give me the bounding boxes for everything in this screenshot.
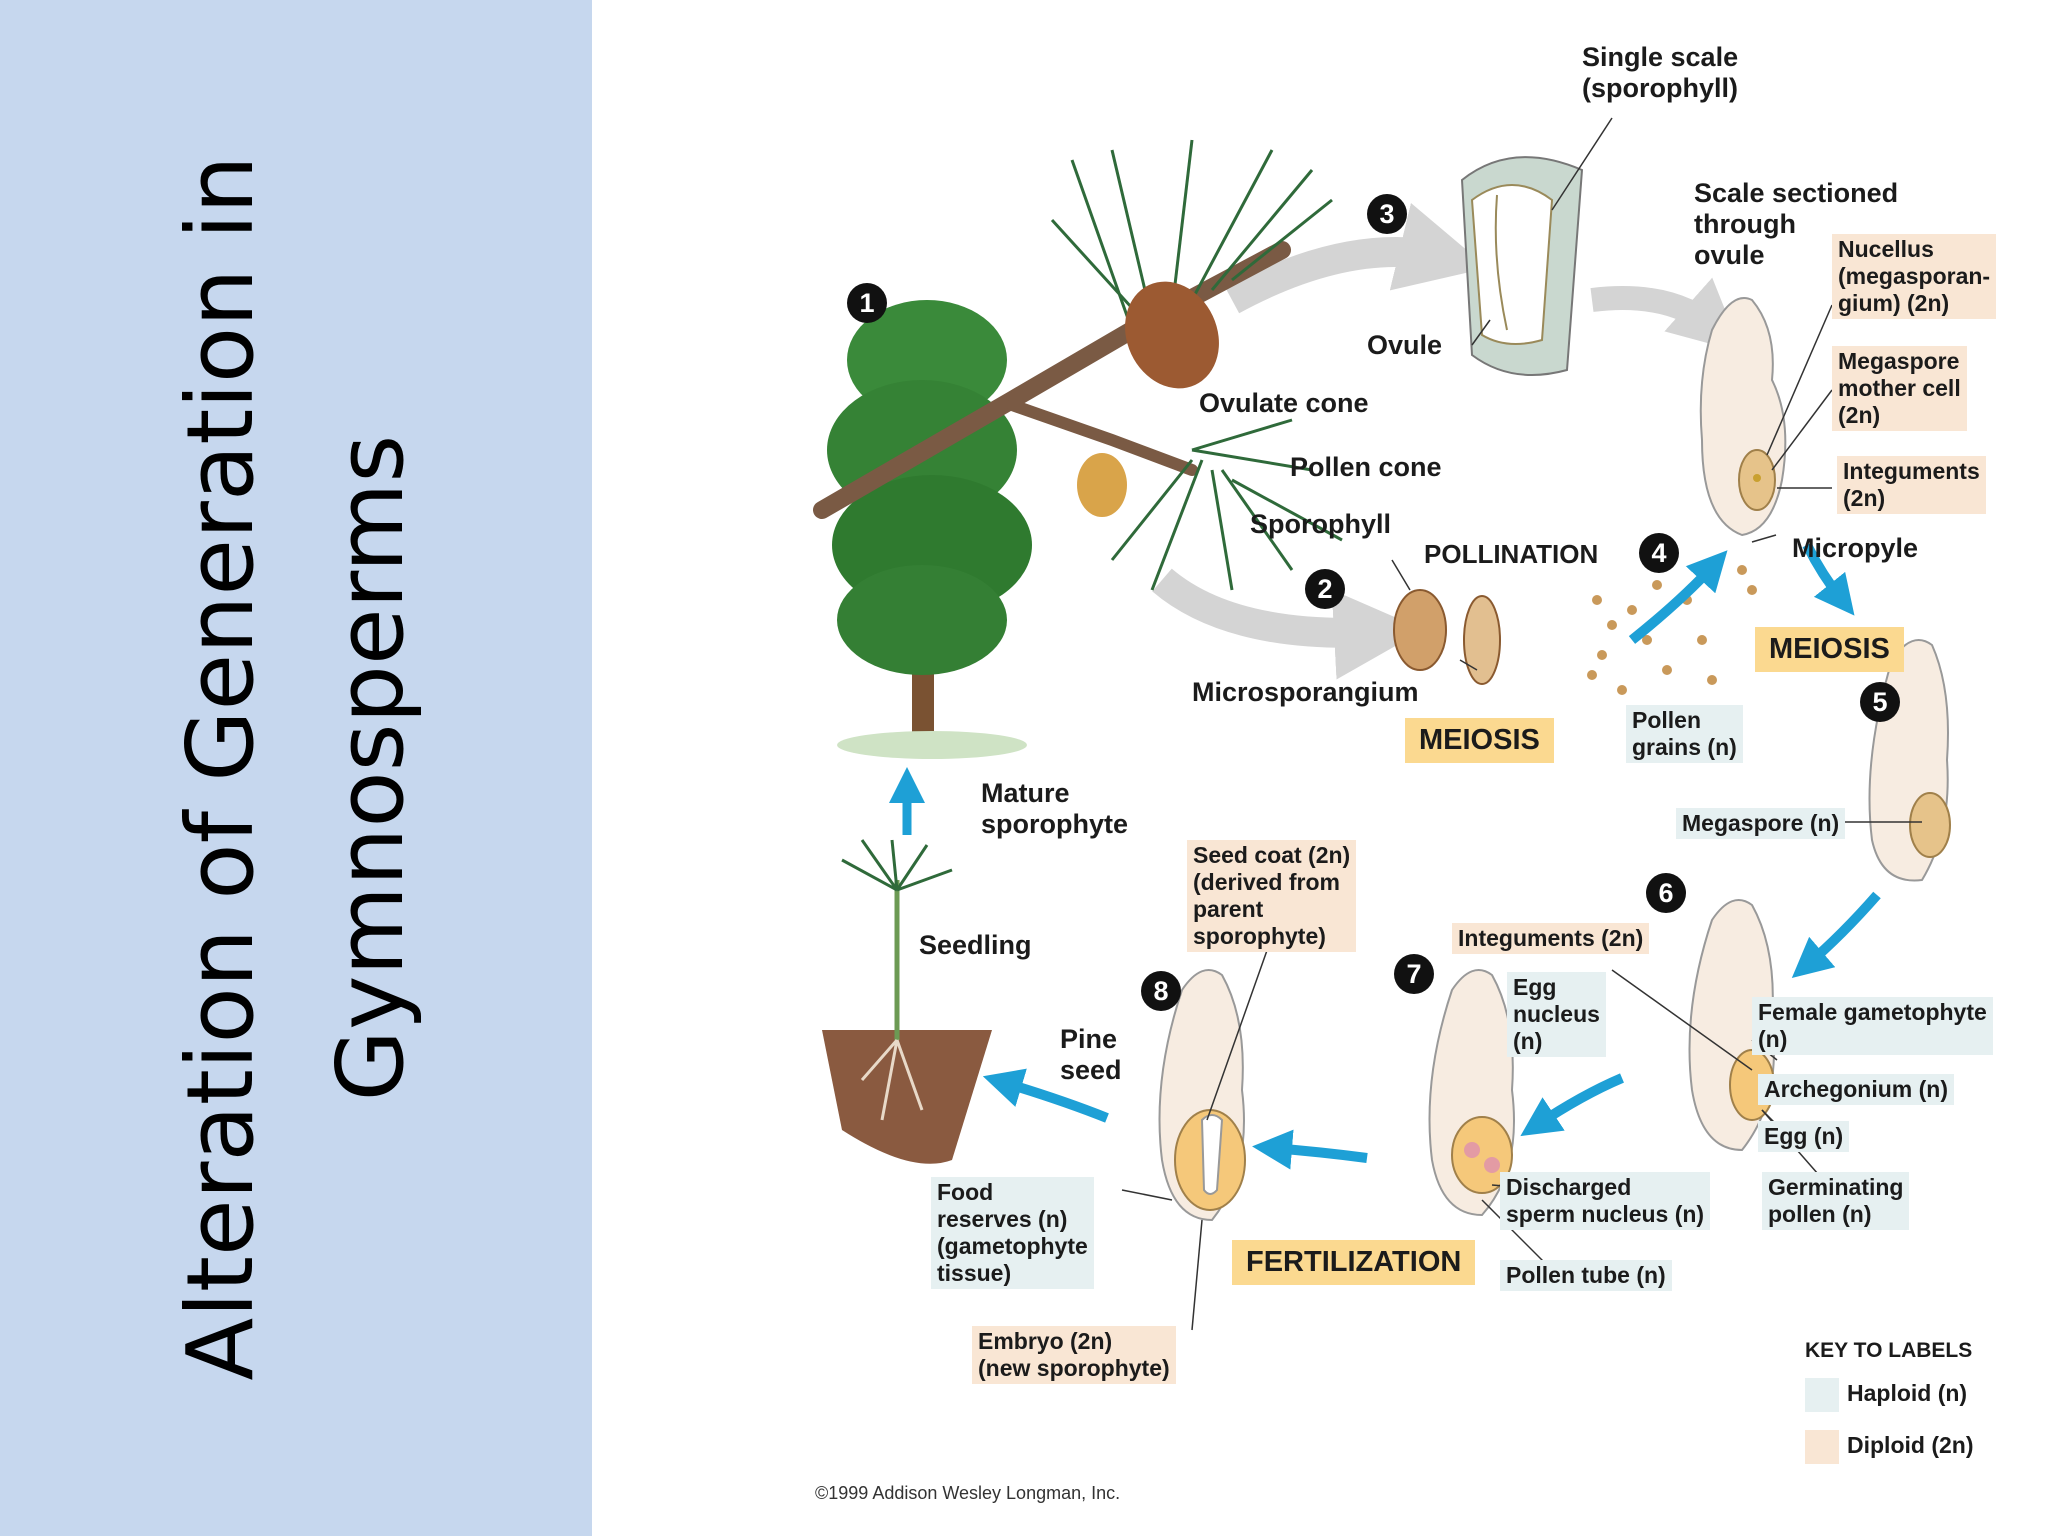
label-scale-sectioned: Scale sectioned through ovule — [1694, 178, 1899, 270]
step-3-marker: 3 — [1367, 194, 1407, 234]
step-7-marker: 7 — [1394, 954, 1434, 994]
title-panel: Alteration of Generation in Gymnosperms — [0, 0, 592, 1536]
diagram-artwork — [813, 117, 1951, 1331]
key-haploid-label: Haploid (n) — [1847, 1380, 1968, 1406]
label-integuments-mid: Integuments (2n) — [1452, 923, 1650, 954]
arrow-6-to-7 — [1520, 1073, 1624, 1137]
label-megaspore: Megaspore (n) — [1676, 808, 1846, 839]
label-megaspore-mother-cell: Megaspore mother cell (2n) — [1832, 346, 1967, 431]
step-1-marker: 1 — [847, 283, 887, 323]
ovule-section-5 — [1868, 639, 1951, 882]
label-embryo: Embryo (2n) (new sporophyte) — [972, 1326, 1176, 1384]
label-mature-sporophyte: Mature sporophyte — [981, 778, 1129, 839]
key-diploid-label: Diploid (2n) — [1847, 1432, 1974, 1458]
seedling-drawing — [822, 839, 992, 1164]
step-6-marker: 6 — [1646, 873, 1686, 913]
step-4-marker: 4 — [1639, 533, 1679, 573]
process-meiosis-bottom: MEIOSIS — [1405, 718, 1554, 763]
label-integuments-top: Integuments (2n) — [1837, 456, 1986, 514]
arrow-pollen-to-ovule — [1628, 550, 1728, 644]
arrow-branch-to-sporophyll — [1152, 568, 1424, 680]
process-pollination: POLLINATION — [1424, 539, 1599, 569]
arrow-scale-to-section — [1590, 277, 1743, 353]
label-seedling: Seedling — [919, 930, 1032, 960]
arrow-ovule-meiosis — [1802, 542, 1855, 616]
ovule-section-top — [1699, 297, 1787, 537]
label-pine-seed: Pine seed — [1060, 1024, 1122, 1085]
key-title: KEY TO LABELS — [1805, 1339, 1973, 1362]
process-fertilization: FERTILIZATION — [1232, 1240, 1476, 1285]
label-female-gametophyte: Female gametophyte (n) — [1752, 997, 1993, 1055]
life-cycle-diagram: 1 2 3 4 5 6 7 8 Single scale (sporophyll… — [592, 0, 2048, 1536]
key-haploid-swatch — [1805, 1378, 1839, 1412]
label-germinating-pollen: Germinating pollen (n) — [1762, 1172, 1910, 1230]
ovule-section-7 — [1428, 969, 1515, 1217]
label-pollen-cone: Pollen cone — [1290, 452, 1442, 482]
label-nucellus: Nucellus (megasporan- gium) (2n) — [1832, 234, 1997, 319]
label-food-reserves: Food reserves (n) (gametophyte tissue) — [931, 1177, 1094, 1289]
pollen-grains-drawing — [1587, 565, 1757, 695]
sporophyll-drawing — [1393, 589, 1501, 685]
arrow-tree-to-scale — [1224, 202, 1488, 314]
step-5-marker: 5 — [1860, 682, 1900, 722]
label-seed-coat: Seed coat (2n) (derived from parent spor… — [1187, 840, 1357, 952]
label-egg: Egg (n) — [1758, 1121, 1850, 1152]
slide-title: Alteration of Generation in Gymnosperms — [146, 58, 446, 1478]
copyright-notice: ©1999 Addison Wesley Longman, Inc. — [815, 1483, 1121, 1503]
slide-title-line-1: Alteration of Generation in — [167, 155, 274, 1381]
label-sporophyll: Sporophyll — [1250, 509, 1391, 539]
slide-title-line-2: Gymnosperms — [317, 434, 424, 1102]
pine-tree — [827, 300, 1032, 759]
arrow-8-to-seedling — [982, 1068, 1109, 1123]
key-diploid-swatch — [1805, 1430, 1839, 1464]
label-micropyle: Micropyle — [1792, 533, 1919, 563]
process-meiosis-top: MEIOSIS — [1755, 627, 1904, 672]
arrow-5-to-6 — [1791, 891, 1881, 979]
label-egg-nucleus: Egg nucleus (n) — [1507, 972, 1606, 1057]
label-microsporangium: Microsporangium — [1192, 677, 1419, 707]
label-pollen-grains: Pollen grains (n) — [1626, 705, 1743, 763]
single-scale — [1460, 156, 1584, 376]
label-ovule: Ovule — [1367, 330, 1443, 360]
step-2-marker: 2 — [1305, 569, 1345, 609]
label-ovulate-cone: Ovulate cone — [1199, 388, 1369, 418]
label-discharged-sperm: Discharged sperm nucleus (n) — [1500, 1172, 1711, 1230]
step-8-marker: 8 — [1141, 971, 1181, 1011]
arrow-7-to-8 — [1252, 1129, 1368, 1170]
label-archegonium: Archegonium (n) — [1758, 1074, 1954, 1105]
label-single-scale: Single scale (sporophyll) — [1582, 42, 1739, 103]
pine-branch — [813, 139, 1343, 591]
pine-seed-8 — [1158, 969, 1246, 1222]
ovule-section-6 — [1688, 899, 1775, 1152]
label-pollen-tube: Pollen tube (n) — [1500, 1260, 1672, 1291]
